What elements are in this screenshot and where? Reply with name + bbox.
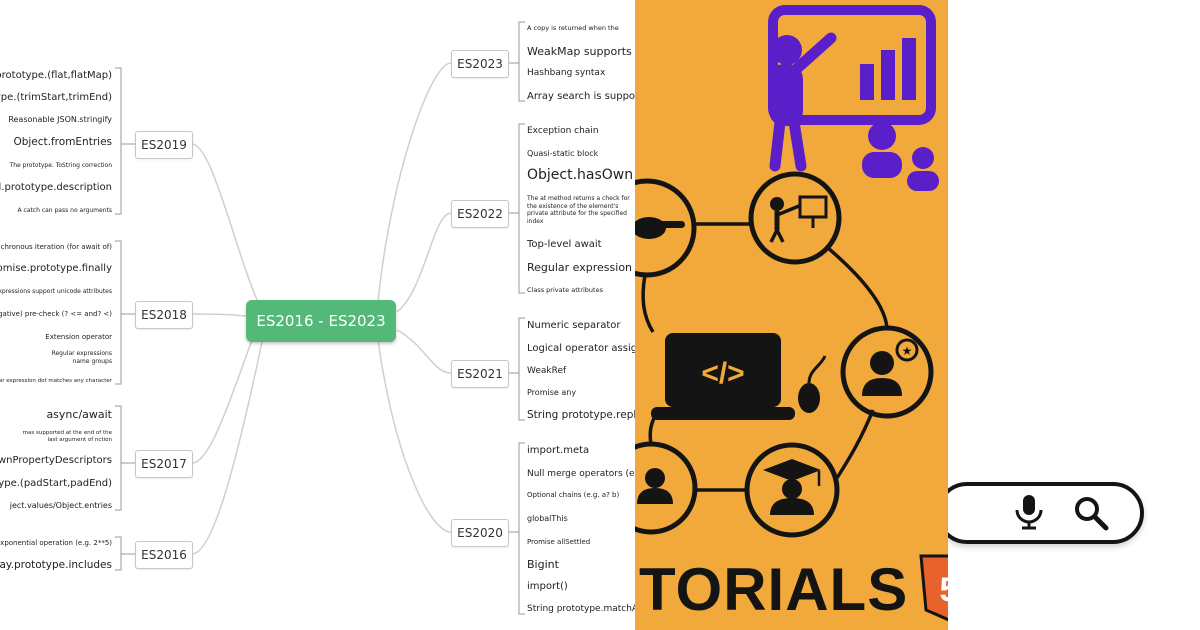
feature-label: Numeric separator bbox=[527, 320, 621, 331]
feature-label: Null merge operators (e.g. bbox=[527, 469, 635, 479]
feature-label: String prototype.matchA bbox=[527, 604, 635, 614]
mindmap-connectors bbox=[115, 21, 525, 615]
bust-icon bbox=[637, 468, 673, 504]
node-es2021[interactable]: ES2021 bbox=[451, 360, 509, 388]
feature-label: Promise allSettled bbox=[527, 538, 591, 546]
feature-label: Top-level await bbox=[527, 239, 602, 250]
search-panel bbox=[948, 0, 1200, 630]
feature-label: ive (negative) pre-check (? <= and? <) bbox=[0, 310, 112, 318]
feature-label: mas supported at the end of the last arg… bbox=[22, 430, 112, 443]
feature-label: async/await bbox=[46, 408, 112, 421]
search-bar[interactable] bbox=[948, 482, 1144, 544]
node-es2019[interactable]: ES2019 bbox=[135, 131, 193, 159]
feature-label: Array.prototype.includes bbox=[0, 559, 112, 571]
feature-label: Object.hasOwn bbox=[527, 167, 634, 183]
feature-label: Optional chains (e.g. a? b) bbox=[527, 491, 620, 499]
feature-label: ay.prototype.(flat,flatMap) bbox=[0, 70, 112, 81]
feature-label: Object.fromEntries bbox=[13, 136, 112, 148]
feature-label: Array search is suppor bbox=[527, 91, 635, 102]
feature-label: Extension operator bbox=[45, 333, 112, 341]
feature-label: ject.values/Object.entries bbox=[9, 501, 112, 510]
presenter-board-icon bbox=[769, 195, 828, 243]
flow-lines bbox=[641, 222, 889, 492]
feature-label: Regular expressions name groups bbox=[51, 350, 112, 365]
poster-title: TUTORIALS bbox=[635, 555, 909, 623]
feature-label: Quasi-static block bbox=[527, 149, 599, 158]
feature-label: etOwnPropertyDescriptors bbox=[0, 455, 112, 466]
feature-label: Exception chain bbox=[527, 126, 599, 136]
mouse-cord bbox=[807, 355, 827, 384]
feature-label: The at method returns a check for the ex… bbox=[527, 195, 630, 225]
feature-label: Promise any bbox=[527, 388, 577, 397]
feature-label: Class private attributes bbox=[527, 286, 603, 294]
feature-label: Promise.prototype.finally bbox=[0, 263, 112, 274]
node-es2016[interactable]: ES2016 bbox=[135, 541, 193, 569]
feature-label: A catch can pass no arguments bbox=[17, 207, 112, 214]
poster-illustration: ★ </> bbox=[635, 5, 939, 538]
feature-label: ototype.(trimStart,trimEnd) bbox=[0, 92, 112, 103]
node-es2017[interactable]: ES2017 bbox=[135, 450, 193, 478]
feature-label: String prototype.replac bbox=[527, 409, 635, 421]
feature-label: The regular expression dot matches any c… bbox=[0, 378, 112, 384]
node-es2020[interactable]: ES2020 bbox=[451, 519, 509, 547]
feature-label: Exponential operation (e.g. 2**5) bbox=[0, 539, 112, 547]
feature-label: Bigint bbox=[527, 558, 559, 571]
feature-label: import() bbox=[527, 581, 568, 592]
user-star-icon: ★ bbox=[862, 338, 919, 396]
poster-title-row: TUTORIALS 5 bbox=[635, 554, 948, 624]
node-center[interactable]: ES2016 - ES2023 bbox=[246, 300, 396, 342]
feature-label: Logical operator assig bbox=[527, 343, 635, 354]
poster-panel: ★ </> TUTORI bbox=[635, 0, 948, 630]
feature-label: globalThis bbox=[527, 514, 568, 523]
feature-label: WeakMap supports Sy bbox=[527, 45, 635, 58]
node-es2023[interactable]: ES2023 bbox=[451, 50, 509, 78]
svg-text:</>: </> bbox=[701, 357, 744, 390]
search-icon[interactable] bbox=[1072, 494, 1110, 532]
feature-brackets bbox=[115, 21, 525, 615]
feature-label: Asynchronous iteration (for await of) bbox=[0, 243, 112, 251]
pointing-hand-icon bbox=[635, 217, 685, 239]
svg-text:5: 5 bbox=[940, 571, 948, 609]
feature-label: ular expressions support unicode attribu… bbox=[0, 288, 112, 295]
presenter-screen-icon bbox=[768, 5, 939, 191]
feature-label: import.meta bbox=[527, 445, 590, 456]
mouse-icon bbox=[798, 383, 820, 413]
feature-label: Hashbang syntax bbox=[527, 68, 606, 78]
feature-label: A copy is returned when the bbox=[527, 24, 619, 32]
mindmap-panel: ES2016 - ES2023 ES2019 ES2018 ES2017 ES2… bbox=[0, 21, 635, 615]
feature-label: mbol.prototype.description bbox=[0, 182, 112, 193]
laptop-code-icon: </> bbox=[651, 333, 827, 420]
feature-label: Reasonable JSON.stringify bbox=[8, 115, 112, 124]
svg-text:★: ★ bbox=[902, 344, 913, 358]
node-es2022[interactable]: ES2022 bbox=[451, 200, 509, 228]
graduate-icon bbox=[763, 459, 821, 515]
mic-icon[interactable] bbox=[1014, 493, 1044, 533]
feature-label: WeakRef bbox=[527, 366, 567, 376]
feature-label: Regular expression slic bbox=[527, 261, 635, 274]
branch-curves bbox=[191, 62, 452, 555]
node-es2018[interactable]: ES2018 bbox=[135, 301, 193, 329]
html5-logo: 5 bbox=[919, 554, 948, 622]
feature-label: ototype.(padStart,padEnd) bbox=[0, 478, 112, 489]
feature-label: The prototype. ToString correction bbox=[9, 162, 112, 169]
